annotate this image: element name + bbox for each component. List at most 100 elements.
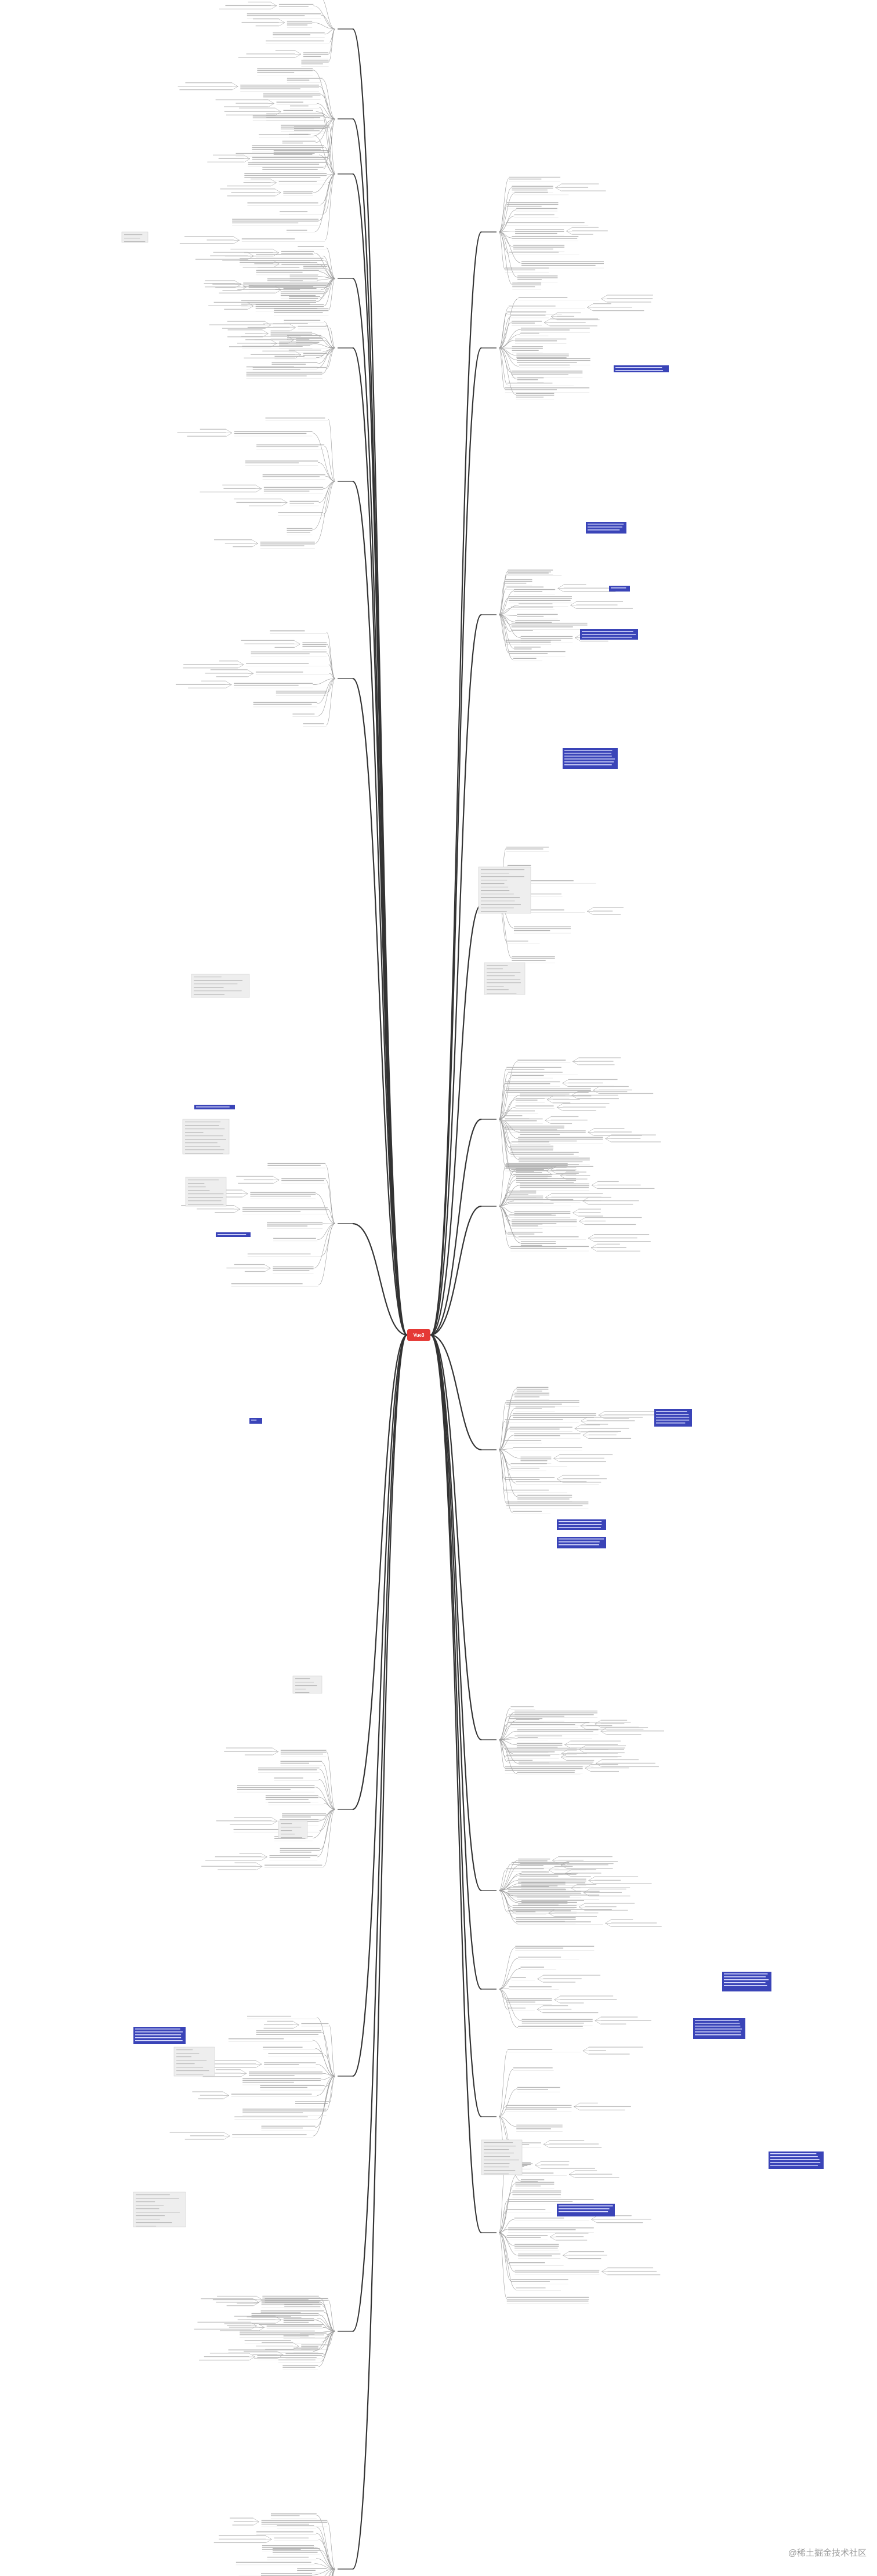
leaf-text-line (505, 267, 549, 269)
root-node[interactable]: Vue3 (407, 1329, 430, 1341)
leaf-text-line (303, 266, 328, 267)
sub-leaf-text-line (224, 309, 248, 310)
sub-leaf-text-line (593, 1128, 625, 1129)
sub-leaf-connector (226, 681, 232, 685)
sub-leaf-text-line (601, 1762, 655, 1764)
leaf-connector (324, 278, 336, 306)
sub-leaf-connector (550, 1170, 557, 1174)
sub-leaf-connector (546, 1170, 552, 1175)
leaf-text-line (300, 2332, 327, 2334)
sub-leaf-text-line (577, 1091, 628, 1093)
embedded-image-content (188, 1193, 224, 1195)
sub-leaf-text-line (237, 289, 276, 290)
leaf-connector (317, 1809, 336, 1857)
sub-leaf-text-line (576, 601, 624, 602)
leaf-text-line (303, 56, 321, 57)
leaf-text-line (521, 264, 596, 266)
leaf-text-line (515, 1172, 542, 1173)
leaf-connector (498, 580, 506, 615)
leaf-connector (498, 1989, 522, 2021)
sub-leaf-text-line (606, 1734, 642, 1735)
leaf-connector (498, 223, 506, 233)
leaf-text-line (280, 1762, 309, 1764)
leaf-connector (326, 248, 336, 279)
sub-leaf-text-line (241, 21, 279, 23)
leaf-text-line (276, 692, 327, 694)
leaf-connector (313, 1809, 336, 1838)
leaf-text-line (257, 68, 313, 70)
leaf-connector (316, 2558, 336, 2570)
leaf-text-line (514, 589, 555, 590)
leaf-text-line (505, 1120, 537, 1122)
leaf-text-line (505, 1129, 557, 1130)
embedded-image-content (481, 904, 521, 905)
leaf-connector (498, 1890, 518, 1924)
leaf-text-line (509, 653, 548, 654)
sub-leaf-connector (590, 1244, 597, 1248)
leaf-text-line (510, 1247, 567, 1249)
sub-leaf-connector (572, 1213, 579, 1217)
leaf-text-line (280, 1849, 320, 1851)
sub-leaf-text-line (192, 2091, 223, 2092)
leaf-text-line (505, 1419, 563, 1420)
leaf-text-line (260, 545, 305, 546)
sub-leaf-connector (560, 1861, 567, 1866)
sub-leaf-connector (588, 1234, 595, 1239)
leaf-connector (498, 1164, 506, 1207)
leaf-text-line (287, 335, 322, 336)
sub-leaf-text-line (224, 111, 276, 112)
leaf-text-line (508, 1891, 582, 1892)
leaf-text-line (512, 958, 555, 959)
leaf-text-line (289, 133, 309, 135)
embedded-image-content (481, 876, 524, 877)
leaf-text-line (287, 529, 313, 531)
leaf-text-line (511, 1141, 550, 1142)
leaf-text-line (505, 1083, 550, 1084)
leaf-text-line (283, 2318, 314, 2319)
sub-leaf-connector (560, 1864, 567, 1869)
main-branch-line (352, 28, 408, 1336)
leaf-text-line (514, 1396, 540, 1398)
leaf-text-line (267, 1164, 321, 1166)
sub-leaf-connector (575, 634, 581, 638)
highlight-text-line (695, 2026, 741, 2027)
sub-leaf-connector (555, 184, 561, 188)
sub-leaf-connector (556, 1107, 563, 1111)
leaf-connector (498, 1725, 511, 1740)
leaf-text-line (508, 1910, 571, 1911)
leaf-text-line (274, 312, 323, 313)
leaf-text-line (521, 2181, 538, 2182)
embedded-image (484, 962, 526, 995)
sub-leaf-connector (273, 260, 280, 264)
leaf-text-line (242, 2110, 327, 2111)
leaf-text-line (251, 2314, 319, 2316)
leaf-text-line (520, 1241, 556, 1242)
leaf-nodes (169, 0, 664, 2576)
sub-leaf-text-line (588, 1431, 621, 1432)
leaf-text-line (505, 1164, 579, 1165)
main-branch-line (352, 1334, 408, 2332)
sub-leaf-connector (268, 103, 274, 107)
sub-leaf-connector (572, 1061, 579, 1065)
leaf-text-line (517, 277, 558, 278)
leaf-text-line (232, 220, 319, 222)
sub-leaf-text-line (201, 1866, 257, 1867)
leaf-text-line (506, 1505, 583, 1507)
sub-leaf-connector (545, 1120, 551, 1124)
leaf-connector (498, 1739, 517, 1745)
leaf-connector (498, 1076, 512, 1120)
sub-leaf-text-line (568, 1079, 618, 1080)
highlight-text-line (724, 1982, 766, 1983)
sub-leaf-connector (295, 351, 302, 355)
sub-leaf-connector (574, 2106, 580, 2111)
highlight-text-line (196, 1106, 230, 1108)
highlight-text-line (615, 370, 664, 371)
sub-leaf-text-line (554, 1915, 597, 1917)
main-branch-line (352, 1334, 408, 2077)
sub-leaf-connector (575, 637, 581, 642)
leaf-text-line (505, 580, 532, 582)
leaf-text-line (520, 1134, 560, 1135)
leaf-connector (317, 278, 336, 281)
leaf-connector (324, 2568, 336, 2576)
leaf-text-line (295, 2101, 329, 2102)
